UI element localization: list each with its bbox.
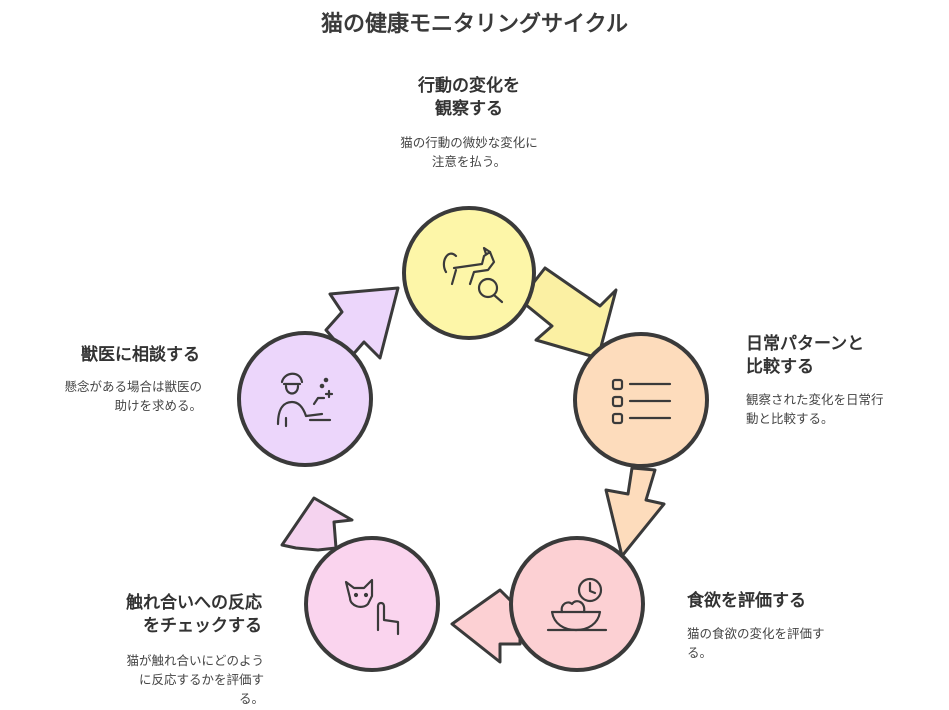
cat-hand-icon (344, 578, 400, 636)
arrow-touch-to-vet (280, 496, 354, 552)
stage-desc-vet: 懸念がある場合は獣医の 助けを求める。 (64, 379, 202, 413)
stage-circle-touch (304, 536, 440, 672)
cat-magnifier-icon (442, 246, 504, 304)
stage-circle-vet (237, 331, 373, 467)
stage-circle-appetite (509, 536, 645, 672)
arrow-compare-to-appetite (604, 466, 666, 558)
vet-icon (276, 372, 334, 428)
stage-title-appetite: 食欲を評価する (687, 591, 806, 611)
food-bowl-clock-icon (546, 577, 608, 632)
stage-title-observe: 行動の変化を 観察する (418, 76, 520, 119)
stage-desc-observe: 猫の行動の微妙な変化に 注意を払う。 (400, 135, 538, 169)
stage-title-compare: 日常パターンと 比較する (746, 334, 865, 377)
arrow-observe-to-compare (518, 266, 618, 360)
stage-desc-compare: 観察された変化を日常行 動と比較する。 (746, 392, 884, 426)
arrow-appetite-to-touch (450, 588, 522, 664)
stage-title-touch: 触れ合いへの反応 をチェックする (126, 593, 262, 636)
stage-circle-observe (402, 206, 536, 340)
diagram-title: 猫の健康モニタリングサイクル (321, 12, 628, 37)
stage-desc-appetite: 猫の食欲の変化を評価す る。 (687, 626, 825, 660)
stage-desc-touch: 猫が触れ合いにどのよう に反応するかを評価す る。 (126, 653, 264, 706)
stage-title-vet: 獣医に相談する (81, 345, 200, 365)
checklist-icon (611, 378, 672, 425)
